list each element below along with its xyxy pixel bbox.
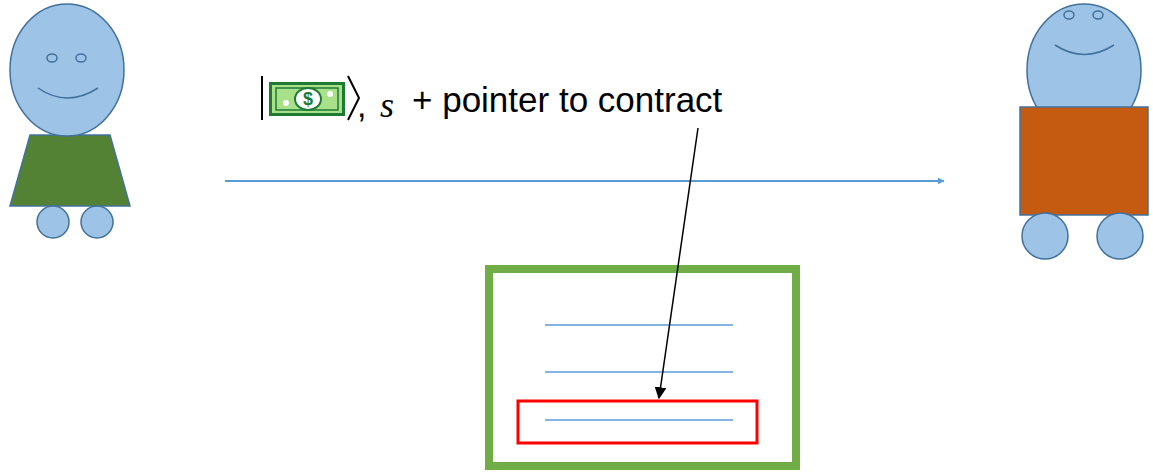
banknote-icon xyxy=(269,82,345,116)
receiver-figure xyxy=(1020,4,1148,259)
pointer-leader xyxy=(659,128,698,398)
math-variable: s xyxy=(380,84,394,126)
pointer-text: + pointer to contract xyxy=(412,80,722,120)
currency-sign: $ xyxy=(303,89,313,110)
contract-document xyxy=(489,269,796,466)
comma: , xyxy=(357,86,366,125)
transfer-arrow xyxy=(225,180,944,182)
ket-bar xyxy=(261,76,263,120)
sender-figure xyxy=(10,4,130,238)
